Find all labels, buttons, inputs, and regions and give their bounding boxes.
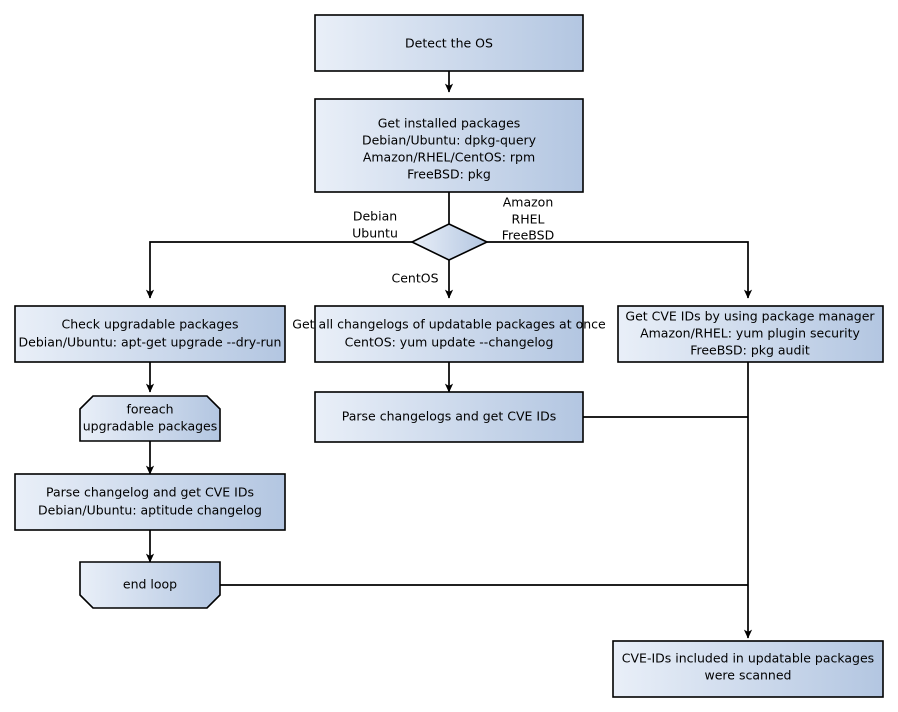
node-scan-complete[interactable]: CVE-IDs included in updatable packages w… — [612, 640, 884, 698]
detect-os-label-1: Detect the OS — [405, 36, 493, 51]
edge-label-amazon-rhel-freebsd: Amazon RHEL FreeBSD — [502, 195, 554, 243]
parse-changelog-single-label-2: Debian/Ubuntu: aptitude changelog — [38, 503, 262, 518]
get-installed-packages-shape — [314, 98, 584, 193]
edge-decision-to-get-cve-pkgmgr — [487, 241, 753, 299]
parse-changelog-single-label-1: Parse changelog and get CVE IDs — [46, 485, 254, 500]
os-decision-shape — [410, 223, 489, 261]
scan-complete-label-1: CVE-IDs included in updatable packages — [622, 651, 874, 666]
amazon-branch-label-1: Amazon — [503, 195, 554, 210]
get-cve-ids-pkgmgr-label-3: FreeBSD: pkg audit — [690, 343, 810, 358]
amazon-branch-label-2: RHEL — [512, 212, 545, 227]
edge-label-centos: CentOS — [391, 271, 438, 286]
node-get-all-changelogs[interactable]: Get all changelogs of updatable packages… — [292, 305, 606, 363]
node-detect-os[interactable]: Detect the OS — [314, 14, 584, 72]
amazon-branch-label-3: FreeBSD — [502, 228, 554, 243]
detect-os-shape — [314, 14, 584, 72]
foreach-loop-start-label-2: upgradable packages — [83, 419, 218, 434]
get-cve-ids-pkgmgr-label-2: Amazon/RHEL: yum plugin security — [640, 326, 860, 341]
node-get-installed-packages[interactable]: Get installed packages Debian/Ubuntu: dp… — [314, 98, 584, 193]
scan-complete-shape — [612, 640, 884, 698]
get-all-changelogs-label-1: Get all changelogs of updatable packages… — [292, 317, 606, 332]
node-check-upgradable[interactable]: Check upgradable packages Debian/Ubuntu:… — [14, 305, 286, 363]
get-installed-packages-label-4: FreeBSD: pkg — [407, 167, 491, 182]
end-loop-shape — [79, 561, 221, 609]
get-installed-packages-label-3: Amazon/RHEL/CentOS: rpm — [363, 150, 535, 165]
node-parse-changelogs-multi[interactable]: Parse changelogs and get CVE IDs — [314, 391, 584, 443]
centos-branch-label-1: CentOS — [391, 271, 438, 286]
get-installed-packages-label-2: Debian/Ubuntu: dpkg-query — [362, 133, 537, 148]
edge-label-debian-ubuntu: Debian Ubuntu — [352, 209, 398, 241]
check-upgradable-label-1: Check upgradable packages — [62, 317, 239, 332]
parse-changelogs-multi-label-1: Parse changelogs and get CVE IDs — [342, 409, 556, 424]
foreach-loop-start-label-1: foreach — [126, 402, 173, 417]
get-cve-ids-pkgmgr-label-1: Get CVE IDs by using package manager — [625, 309, 875, 324]
node-parse-changelog-single[interactable]: Parse changelog and get CVE IDs Debian/U… — [14, 473, 286, 531]
end-loop-label-1: end loop — [123, 577, 177, 592]
node-foreach-loop-start[interactable]: foreach upgradable packages — [79, 395, 221, 442]
connector-layer — [145, 71, 753, 639]
get-cve-ids-pkgmgr-shape — [617, 305, 884, 363]
check-upgradable-label-2: Debian/Ubuntu: apt-get upgrade --dry-run — [19, 335, 282, 350]
debian-branch-label-1: Debian — [353, 209, 397, 224]
scan-complete-label-2: were scanned — [705, 668, 792, 683]
node-get-cve-ids-pkgmgr[interactable]: Get CVE IDs by using package manager Ama… — [617, 305, 884, 363]
parse-changelog-single-shape — [14, 473, 286, 531]
get-all-changelogs-shape — [314, 305, 584, 363]
get-all-changelogs-label-2: CentOS: yum update --changelog — [345, 335, 554, 350]
node-end-loop[interactable]: end loop — [79, 561, 221, 609]
get-installed-packages-label-1: Get installed packages — [378, 116, 521, 131]
debian-branch-label-2: Ubuntu — [352, 226, 398, 241]
parse-changelogs-multi-shape — [314, 391, 584, 443]
check-upgradable-shape — [14, 305, 286, 363]
foreach-loop-start-shape — [79, 395, 221, 442]
edge-decision-to-check-upgradable — [145, 241, 412, 299]
node-os-decision[interactable] — [410, 223, 489, 261]
